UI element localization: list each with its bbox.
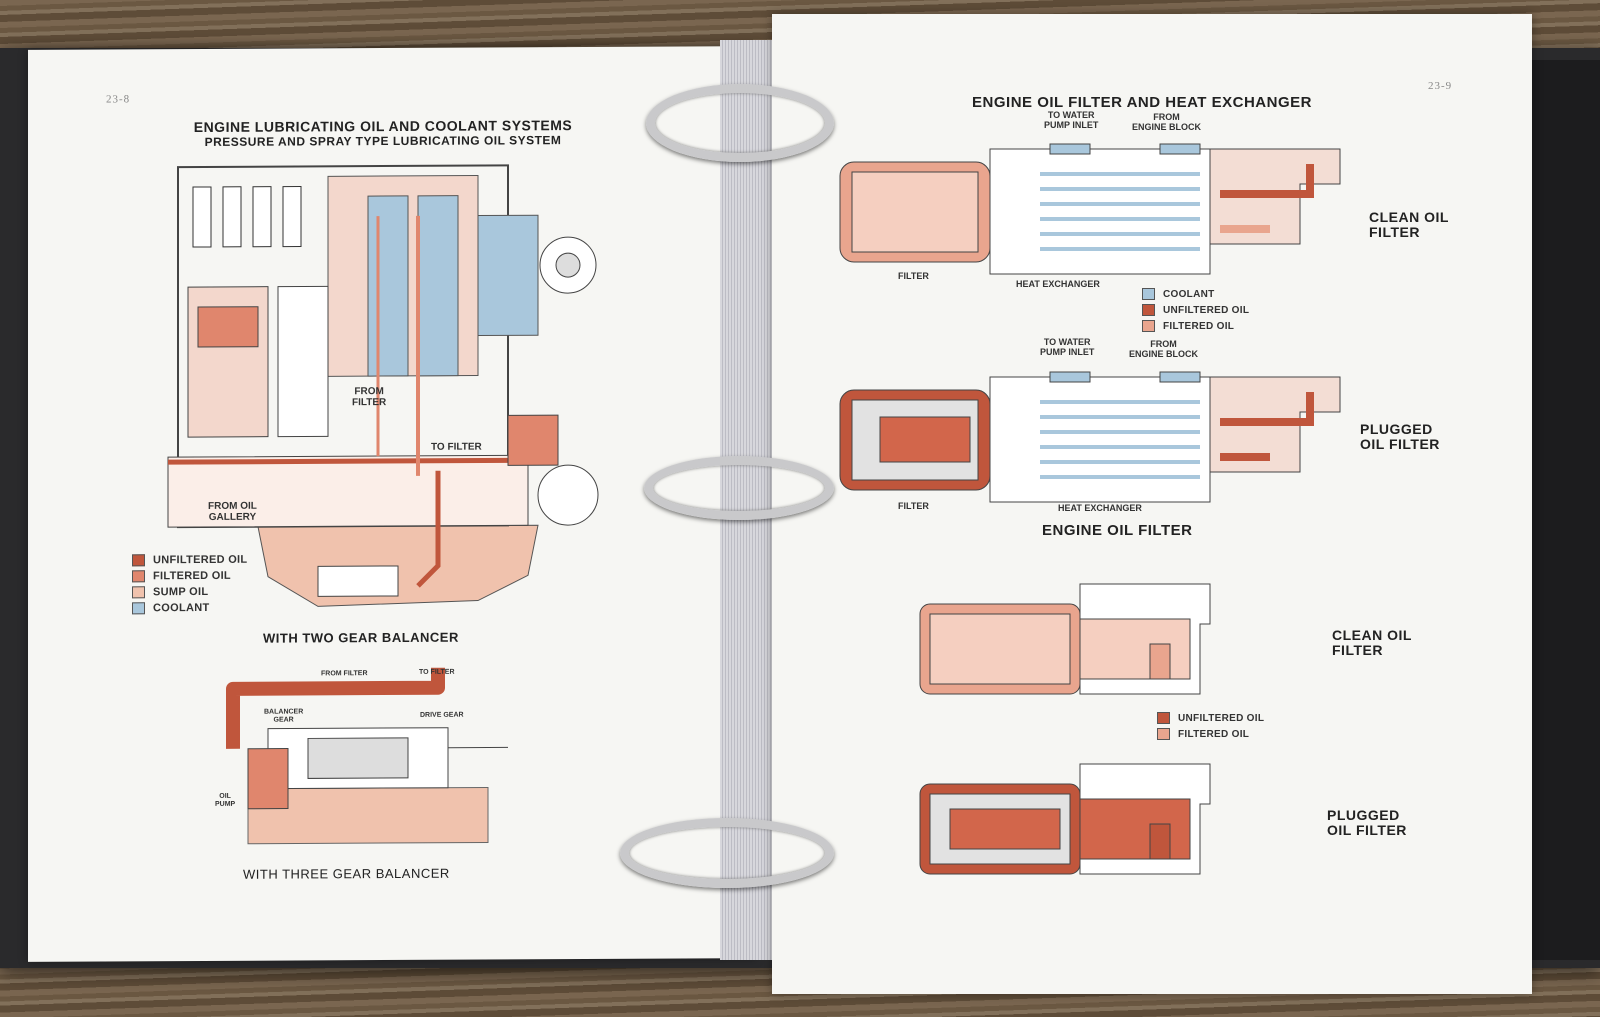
page-title: ENGINE OIL FILTER AND HEAT EXCHANGER xyxy=(972,94,1312,111)
legend-swatch xyxy=(132,586,145,599)
three-gear-caption: WITH THREE GEAR BALANCER xyxy=(243,865,450,882)
page-subtitle: PRESSURE AND SPRAY TYPE LUBRICATING OIL … xyxy=(204,133,562,149)
filter-label: FILTER xyxy=(898,271,929,281)
legend-swatch xyxy=(132,602,145,615)
three-gear-balancer-diagram xyxy=(226,667,508,845)
legend-item: FILTERED OIL xyxy=(1157,728,1264,740)
legend-swatch xyxy=(1157,712,1170,724)
heat-exchanger-label: HEAT EXCHANGER xyxy=(1058,503,1142,513)
color-legend: UNFILTERED OIL FILTERED OIL SUMP OIL COO… xyxy=(132,554,247,619)
oil-filter-clean-diagram xyxy=(919,583,1211,695)
filter-color-legend: UNFILTERED OIL FILTERED OIL xyxy=(1157,712,1264,744)
engine-cutaway-diagram xyxy=(167,164,599,607)
balancer-to-filter-label: TO FILTER xyxy=(419,668,455,676)
legend-item: COOLANT xyxy=(1142,288,1249,300)
oil-filter-plugged-diagram xyxy=(919,763,1211,875)
page-number: 23-8 xyxy=(106,93,131,106)
legend-item: FILTERED OIL xyxy=(1142,320,1249,332)
to-water-pump-label: TO WATER PUMP INLET xyxy=(1044,110,1099,130)
filter-clean-caption: CLEAN OIL FILTER xyxy=(1332,627,1412,658)
right-page[interactable]: 23-9 ENGINE OIL FILTER AND HEAT EXCHANGE… xyxy=(772,14,1532,994)
heat-exchanger-label: HEAT EXCHANGER xyxy=(1016,279,1100,289)
filter-label: FILTER xyxy=(898,501,929,511)
from-filter-label: FROM FILTER xyxy=(352,386,387,409)
legend-swatch xyxy=(132,570,145,583)
page-number: 23-9 xyxy=(1428,80,1453,92)
drive-gear-label: DRIVE GEAR xyxy=(420,711,464,719)
oil-pump-label: OIL PUMP xyxy=(215,792,236,808)
balancer-from-filter-label: FROM FILTER xyxy=(321,670,368,678)
binder-ring-bottom xyxy=(620,818,834,888)
hx-color-legend: COOLANT UNFILTERED OIL FILTERED OIL xyxy=(1142,288,1249,336)
legend-item: COOLANT xyxy=(132,602,247,615)
hx-plugged-caption: PLUGGED OIL FILTER xyxy=(1360,421,1440,452)
left-page[interactable]: 23-8 ENGINE LUBRICATING OIL AND COOLANT … xyxy=(28,46,756,962)
legend-item: UNFILTERED OIL xyxy=(1142,304,1249,316)
heat-exchanger-plugged-diagram xyxy=(839,371,1341,503)
legend-swatch xyxy=(1142,288,1155,300)
legend-item: UNFILTERED OIL xyxy=(132,554,247,567)
binder-ring-middle xyxy=(644,456,834,520)
legend-swatch xyxy=(132,554,145,567)
from-engine-block-label: FROM ENGINE BLOCK xyxy=(1129,339,1199,359)
from-oil-gallery-label: FROM OIL GALLERY xyxy=(208,500,257,523)
filter-plugged-caption: PLUGGED OIL FILTER xyxy=(1327,807,1407,838)
heat-exchanger-clean-diagram xyxy=(839,143,1341,275)
from-engine-block-label: FROM ENGINE BLOCK xyxy=(1132,112,1202,132)
to-filter-label: TO FILTER xyxy=(431,441,482,453)
binder-ring-top xyxy=(646,84,834,162)
to-water-pump-label: TO WATER PUMP INLET xyxy=(1040,337,1095,357)
legend-swatch xyxy=(1142,320,1155,332)
legend-item: FILTERED OIL xyxy=(132,570,247,583)
legend-swatch xyxy=(1142,304,1155,316)
two-gear-caption: WITH TWO GEAR BALANCER xyxy=(263,629,459,646)
legend-item: UNFILTERED OIL xyxy=(1157,712,1264,724)
legend-item: SUMP OIL xyxy=(132,586,247,599)
balancer-gear-label: BALANCER GEAR xyxy=(264,708,304,724)
legend-swatch xyxy=(1157,728,1170,740)
hx-clean-caption: CLEAN OIL FILTER xyxy=(1369,209,1449,240)
section-title: ENGINE OIL FILTER xyxy=(1042,522,1193,539)
